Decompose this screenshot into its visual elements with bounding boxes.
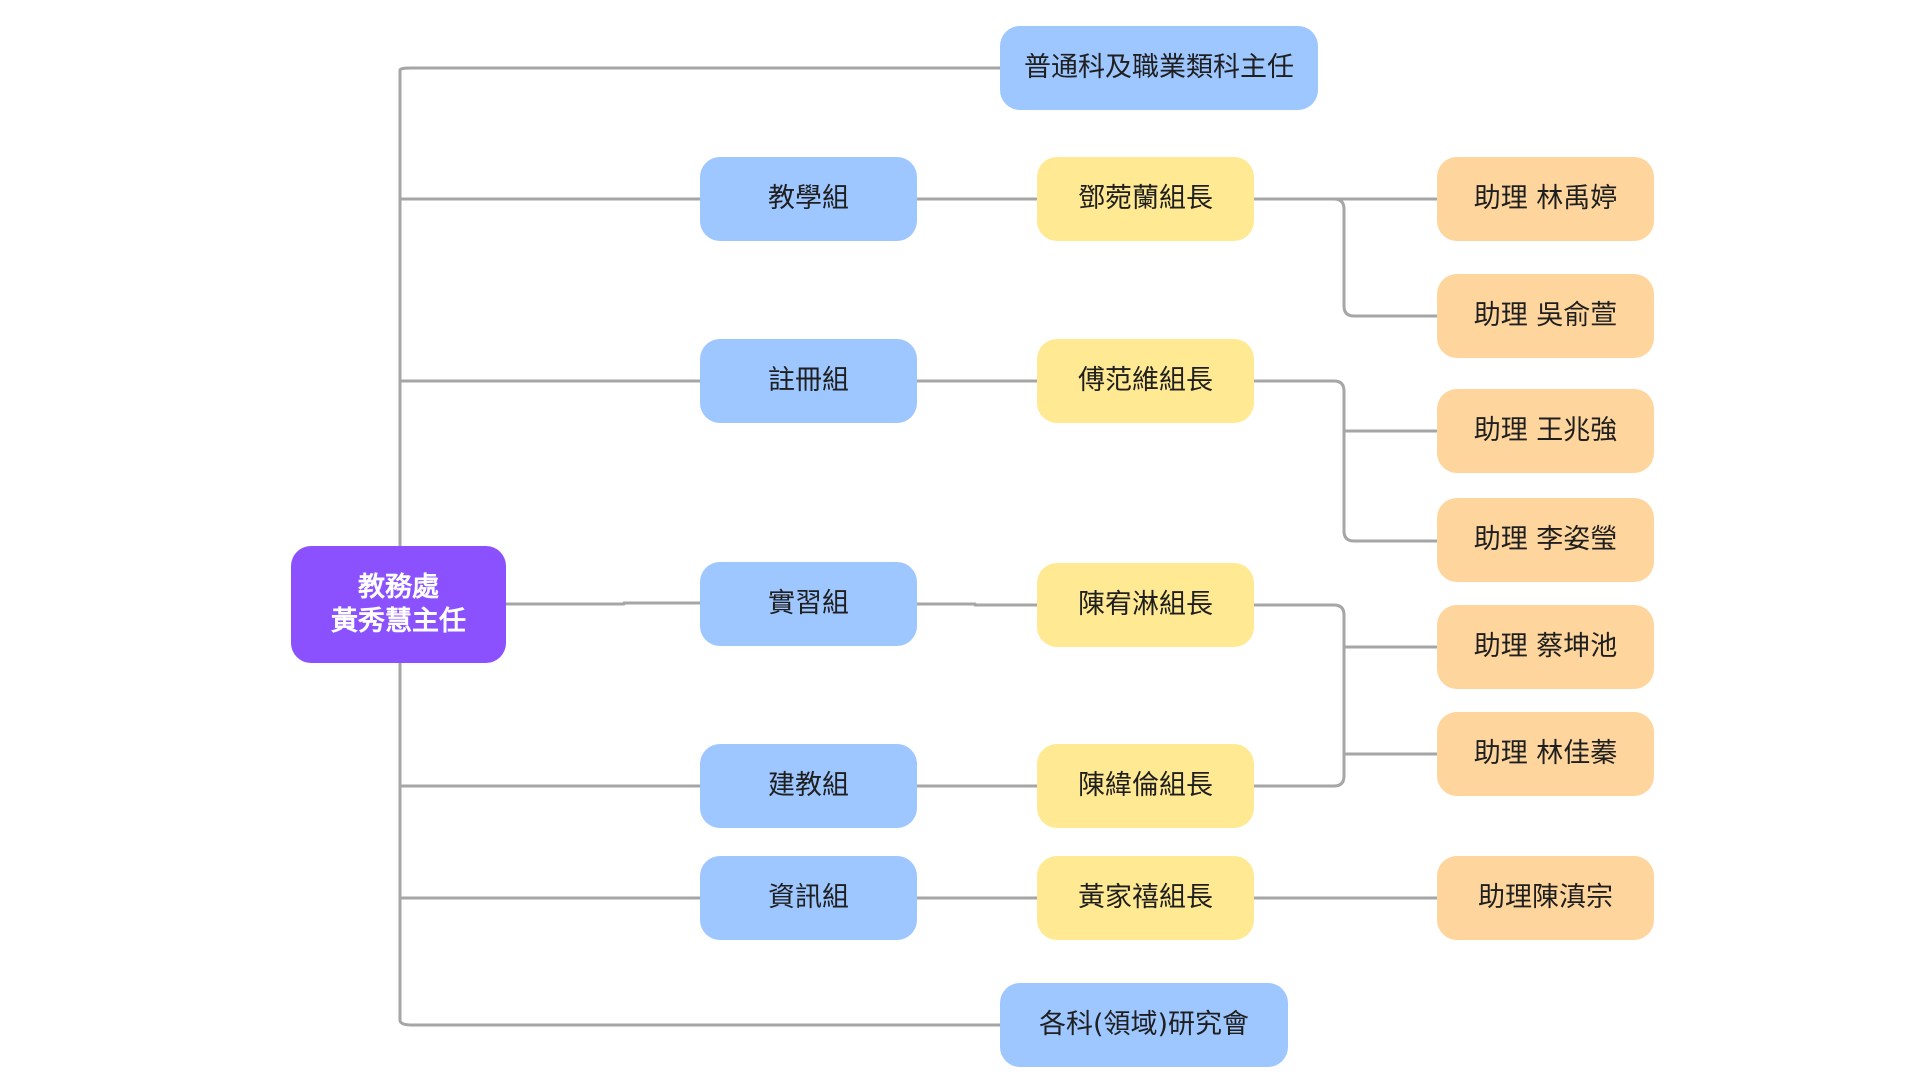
- assistant-node: 助理 林佳蓁: [1437, 712, 1654, 796]
- department-node-information: 資訊組: [700, 856, 917, 940]
- general-vocational-director-node: 普通科及職業類科主任: [1000, 26, 1318, 110]
- leader-node-teaching: 鄧菀蘭組長: [1037, 157, 1254, 241]
- root-node-office-director: 教務處 黃秀慧主任: [291, 546, 506, 663]
- connector-leader1-assistants: [1252, 197, 1439, 318]
- leader-node-registration: 傅范維組長: [1037, 339, 1254, 423]
- assistant-node: 助理陳滇宗: [1437, 856, 1654, 940]
- leader-node-internship: 陳宥淋組長: [1037, 563, 1254, 647]
- trunk-line-lower: [398, 661, 1002, 1027]
- assistant-node: 助理 王兆強: [1437, 389, 1654, 473]
- assistant-node: 助理 吳俞萱: [1437, 274, 1654, 358]
- connector-leader3-4-assistants: [1252, 603, 1439, 788]
- connector-root-dept-3: [504, 601, 702, 606]
- trunk-line: [398, 66, 1002, 548]
- department-node-internship: 實習組: [700, 562, 917, 646]
- subject-research-committee-node: 各科(領域)研究會: [1000, 983, 1288, 1067]
- connector-dept-leader-3: [915, 602, 1039, 607]
- department-node-teaching: 教學組: [700, 157, 917, 241]
- assistant-node: 助理 李姿瑩: [1437, 498, 1654, 582]
- connector-leader2-assistants: [1252, 379, 1439, 543]
- root-director-name: 黃秀慧主任: [331, 605, 466, 637]
- assistant-node: 助理 蔡坤池: [1437, 605, 1654, 689]
- department-node-registration: 註冊組: [700, 339, 917, 423]
- department-node-cooperative-education: 建教組: [700, 744, 917, 828]
- assistant-node: 助理 林禹婷: [1437, 157, 1654, 241]
- root-title: 教務處: [358, 571, 439, 603]
- leader-node-cooperative-education: 陳緯倫組長: [1037, 744, 1254, 828]
- leader-node-information: 黃家禧組長: [1037, 856, 1254, 940]
